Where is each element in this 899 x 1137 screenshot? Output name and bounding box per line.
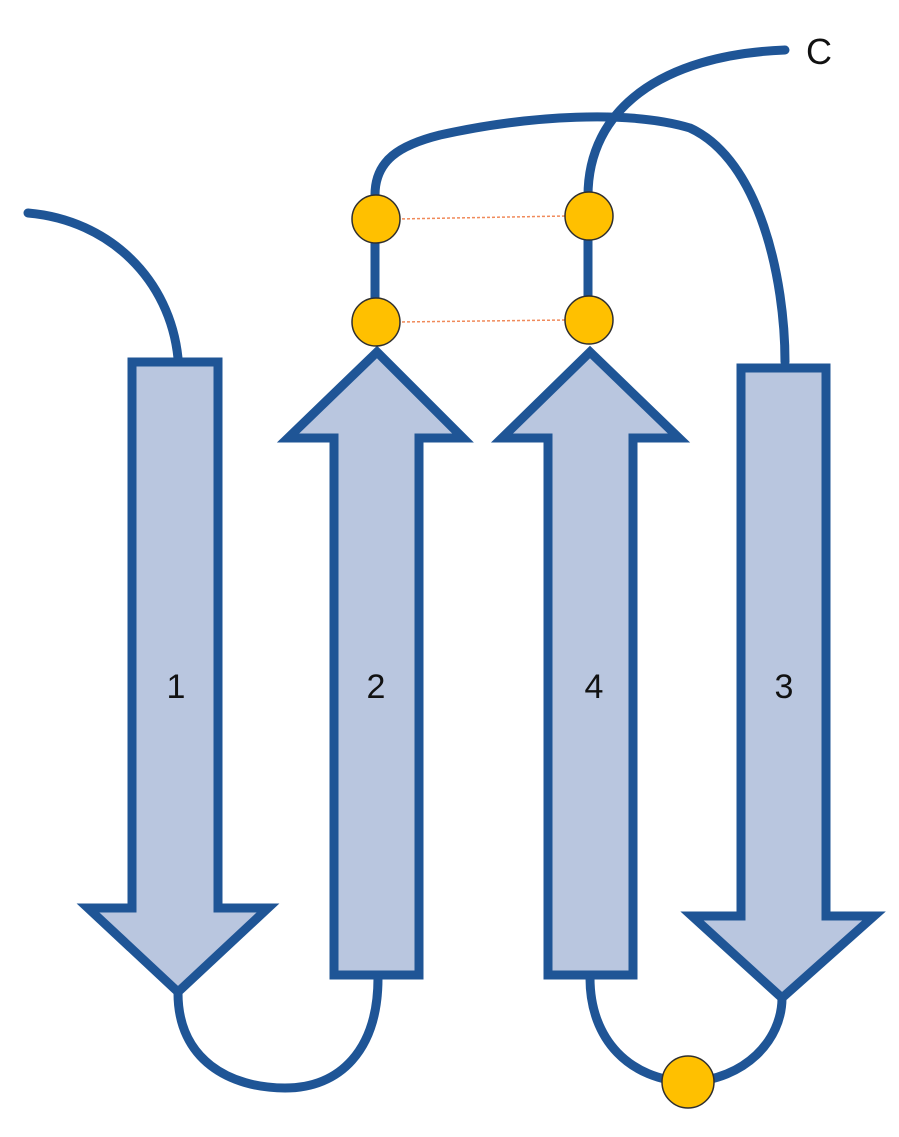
hydrogen-bond-upper (396, 215, 567, 220)
hairpin-loop-1-2 (173, 973, 383, 1093)
residue-loop-4-3 (661, 1055, 715, 1109)
connection-loop-2-3 (370, 112, 790, 367)
residue-strand-2-lower (351, 297, 401, 347)
strand-3-arrow (680, 363, 886, 1005)
strand-4-label: 4 (585, 668, 604, 706)
strand-1-label: 1 (167, 668, 186, 706)
strand-1-arrow (76, 357, 280, 999)
n-terminal-tail (23, 208, 183, 363)
strand-4-arrow (490, 345, 691, 980)
residue-strand-4-upper (564, 191, 614, 241)
c-terminal-tail (583, 45, 790, 201)
hydrogen-bond-lower (396, 319, 567, 323)
residue-strand-2-upper (351, 194, 401, 244)
strand-2-label: 2 (367, 668, 386, 706)
residue-strand-4-lower (564, 295, 614, 345)
strand-2-arrow (276, 345, 474, 980)
strand-3-label: 3 (775, 668, 794, 706)
c-terminus-label: C (806, 31, 832, 72)
